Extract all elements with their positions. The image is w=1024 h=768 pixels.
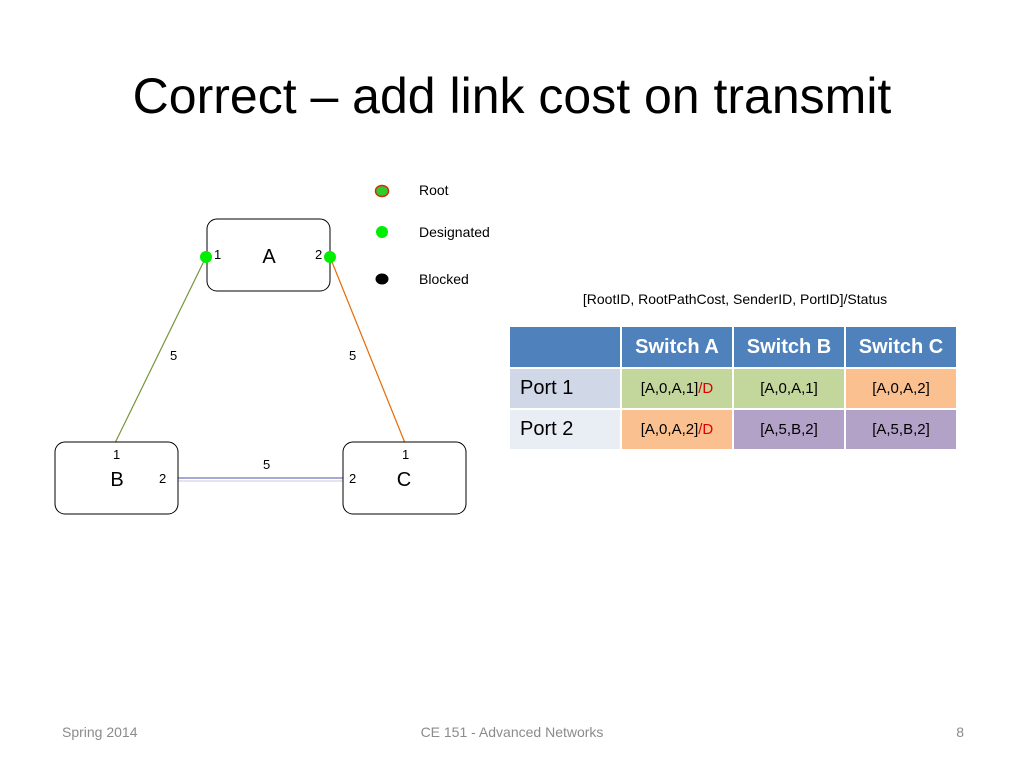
cell-value: [A,0,A,2] xyxy=(640,421,699,438)
switch-b-port-1-cell: [A,0,A,1] xyxy=(732,367,846,410)
status-designated: /D xyxy=(698,421,714,438)
slide-number: 8 xyxy=(956,724,964,740)
slide-title: Correct – add link cost on transmit xyxy=(132,68,892,124)
legend-blocked-icon xyxy=(375,273,389,285)
switch-a-label: A xyxy=(262,246,276,268)
switch-b-box xyxy=(54,441,179,515)
switch-c-port-1-label: 1 xyxy=(402,447,409,462)
switch-a-port-2-designated-icon xyxy=(324,251,336,263)
table-caption: [RootID, RootPathCost, SenderID, PortID]… xyxy=(582,291,888,307)
switch-a-port-1-label: 1 xyxy=(214,247,221,262)
link-a-c-cost: 5 xyxy=(349,348,356,363)
table-header-corner xyxy=(508,325,622,369)
switch-c-port-2-label: 2 xyxy=(349,471,356,486)
switch-a-port-2-cell: [A,0,A,2]/D xyxy=(620,408,734,451)
table-header-row: Switch A Switch B Switch C xyxy=(508,325,958,369)
port-2-label: Port 2 xyxy=(508,408,622,451)
switch-b-port-2-label: 2 xyxy=(159,471,166,486)
switch-b-port-2-cell: [A,5,B,2] xyxy=(732,408,846,451)
switch-c-port-2-cell: [A,5,B,2] xyxy=(844,408,958,451)
legend-blocked-label: Blocked xyxy=(419,271,469,287)
switch-c-label: C xyxy=(397,469,411,491)
table-header-switch-b: Switch B xyxy=(732,325,846,369)
legend-designated-label: Designated xyxy=(419,224,490,240)
table-row: Port 2 [A,0,A,2]/D [A,5,B,2] [A,5,B,2] xyxy=(508,408,958,451)
switch-c-box xyxy=(342,441,467,515)
legend-designated-icon xyxy=(376,226,388,238)
footer-date: Spring 2014 xyxy=(62,724,138,740)
cell-value: [A,0,A,1] xyxy=(640,380,699,397)
table-header-switch-c: Switch C xyxy=(844,325,958,369)
table-row: Port 1 [A,0,A,1]/D [A,0,A,1] [A,0,A,2] xyxy=(508,367,958,410)
status-designated: /D xyxy=(698,380,714,397)
link-b-c-cost: 5 xyxy=(263,457,270,472)
port-1-label: Port 1 xyxy=(508,367,622,410)
footer-course: CE 151 - Advanced Networks xyxy=(420,724,604,740)
switch-b-label: B xyxy=(110,469,123,491)
legend-root-label: Root xyxy=(419,182,449,198)
link-a-b xyxy=(114,256,207,444)
switch-b-port-1-label: 1 xyxy=(113,447,120,462)
link-a-c xyxy=(329,256,406,444)
switch-a-port-1-cell: [A,0,A,1]/D xyxy=(620,367,734,410)
port-state-table: Switch A Switch B Switch C Port 1 [A,0,A… xyxy=(508,325,958,451)
switch-a-port-1-designated-icon xyxy=(200,251,212,263)
switch-c-port-1-cell: [A,0,A,2] xyxy=(844,367,958,410)
link-a-b-cost: 5 xyxy=(170,348,177,363)
switch-a-port-2-label: 2 xyxy=(315,247,322,262)
legend-root-icon xyxy=(374,184,390,198)
table-header-switch-a: Switch A xyxy=(620,325,734,369)
